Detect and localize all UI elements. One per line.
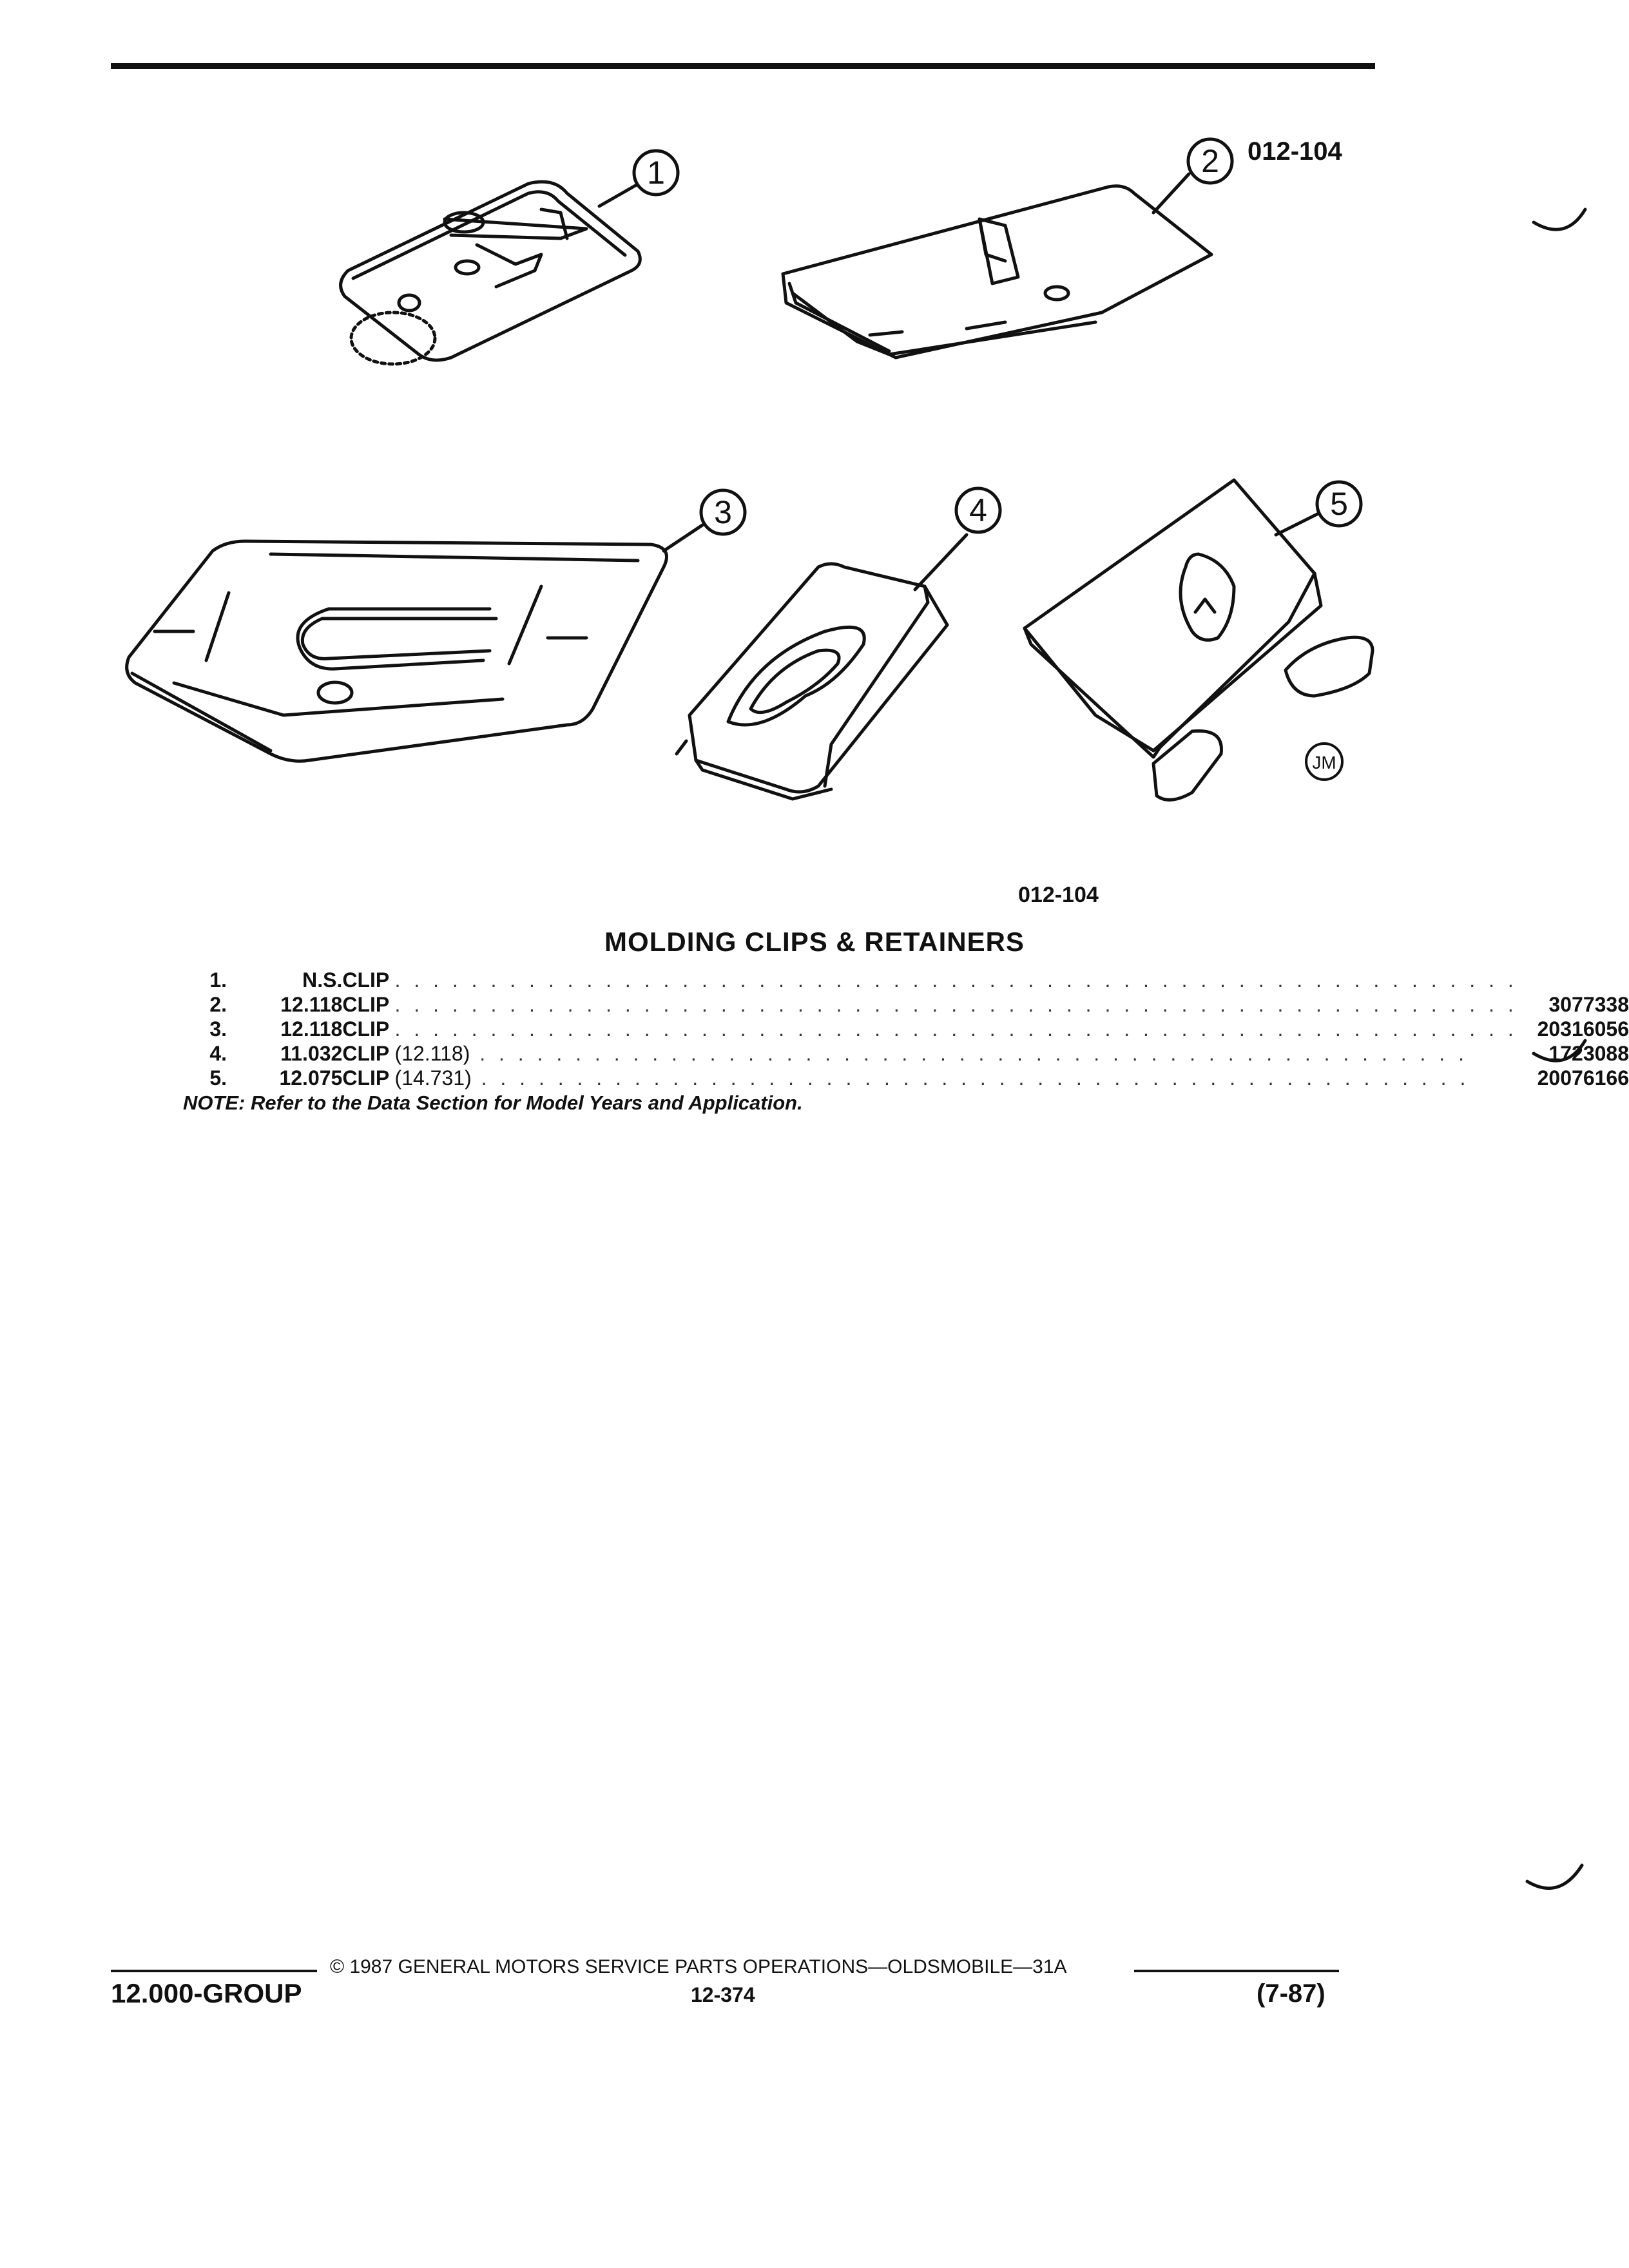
footer-rule-right: [1134, 1970, 1339, 1972]
svg-text:5: 5: [1330, 486, 1348, 522]
binding-mark-middle: [1532, 1039, 1587, 1062]
page-number: 12-374: [691, 1983, 755, 2006]
parts-row: 2. 12.118 CLIP . . . . . . . . . . . . .…: [174, 992, 1629, 1017]
part-number: [1518, 968, 1629, 992]
description: CLIP (14.731) . . . . . . . . . . . . . …: [342, 1066, 1470, 1090]
parts-illustration: 1 2 012-104 3: [0, 0, 1629, 902]
clip-2-drawing: [781, 172, 1213, 360]
part-number: 1723088: [1548, 1042, 1629, 1065]
binding-mark-bottom: [1525, 1863, 1584, 1890]
description: CLIP . . . . . . . . . . . . . . . . . .…: [342, 1017, 1518, 1041]
parts-row: 1. N.S. CLIP . . . . . . . . . . . . . .…: [174, 968, 1629, 992]
callout-3: 3: [699, 488, 747, 536]
description-text: CLIP: [342, 968, 389, 992]
part-number: 20316056: [1537, 1017, 1629, 1041]
item-number: 1.: [209, 968, 227, 992]
revision-date: (7-87): [1257, 1979, 1325, 2008]
clip-4-drawing: [675, 533, 969, 801]
clip-3-drawing: [125, 523, 704, 763]
section-title: MOLDING CLIPS & RETAINERS: [604, 927, 1025, 957]
description-text: CLIP: [342, 1042, 389, 1065]
group-number: N.S.: [302, 968, 343, 992]
callout-4: 4: [954, 486, 1002, 534]
svg-text:1: 1: [647, 155, 665, 191]
group-number: 11.032: [280, 1042, 343, 1065]
description-text: CLIP: [342, 1017, 389, 1041]
svg-text:3: 3: [714, 494, 732, 530]
item-number: 5.: [209, 1066, 227, 1090]
clip-5-drawing: [1023, 478, 1374, 802]
group-label: 12.000-GROUP: [111, 1978, 302, 2008]
callout-5: 5 JM: [1305, 480, 1363, 781]
parts-row: 4. 11.032 CLIP (12.118) . . . . . . . . …: [174, 1041, 1629, 1066]
item-number: 2.: [209, 993, 227, 1016]
svg-text:012-104: 012-104: [1248, 137, 1343, 166]
part-number: 20076166: [1537, 1066, 1629, 1090]
svg-text:2: 2: [1201, 143, 1219, 179]
svg-text:JM: JM: [1312, 753, 1336, 773]
callout-1: 1: [632, 149, 680, 197]
group-number: 12.118: [280, 993, 343, 1016]
description: CLIP (12.118) . . . . . . . . . . . . . …: [342, 1042, 1468, 1065]
part-number: 3077338: [1548, 993, 1629, 1016]
description-text: CLIP: [342, 993, 389, 1016]
item-number: 4.: [209, 1042, 227, 1065]
svg-text:4: 4: [969, 492, 987, 528]
copyright-line: © 1987 GENERAL MOTORS SERVICE PARTS OPER…: [330, 1956, 1067, 1977]
figure-code-label: 012-104: [1018, 883, 1099, 907]
parts-row: 5. 12.075 CLIP (14.731) . . . . . . . . …: [174, 1066, 1629, 1090]
callout-2: 2 012-104: [1186, 137, 1343, 185]
parts-row: 3. 12.118 CLIP . . . . . . . . . . . . .…: [174, 1017, 1629, 1041]
description-qualifier: (12.118): [394, 1042, 470, 1065]
group-number: 12.075: [279, 1066, 343, 1090]
description-qualifier: (14.731): [394, 1066, 472, 1090]
header-rule: [111, 63, 1375, 69]
description: CLIP . . . . . . . . . . . . . . . . . .…: [342, 993, 1518, 1016]
binding-mark-top: [1532, 207, 1587, 231]
clip-1-drawing: [339, 178, 646, 366]
item-number: 3.: [209, 1017, 227, 1041]
parts-list: 1. N.S. CLIP . . . . . . . . . . . . . .…: [174, 968, 1629, 1090]
description-text: CLIP: [342, 1066, 389, 1090]
description: CLIP . . . . . . . . . . . . . . . . . .…: [342, 968, 1518, 992]
footer-rule-left: [111, 1970, 317, 1972]
group-number: 12.118: [280, 1017, 343, 1041]
application-note: NOTE: Refer to the Data Section for Mode…: [183, 1091, 803, 1114]
